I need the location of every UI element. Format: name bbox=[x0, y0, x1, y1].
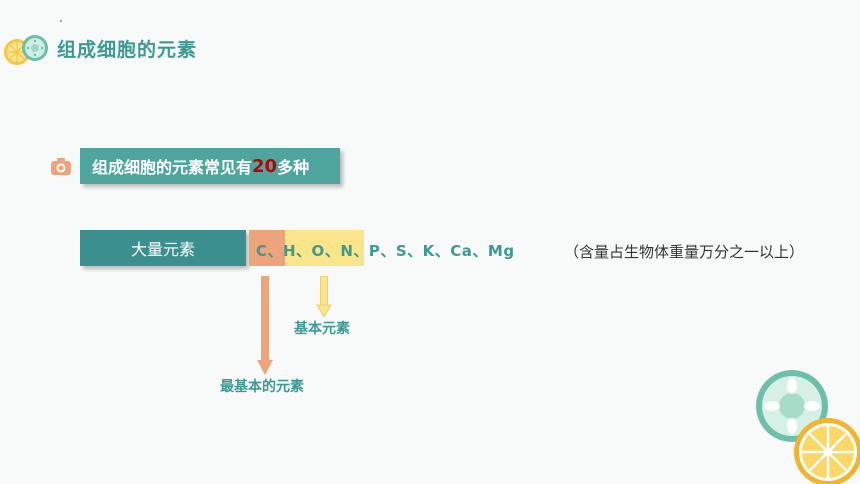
page-title: 组成细胞的元素 bbox=[57, 39, 198, 61]
basic-elements-label: 基本元素 bbox=[294, 321, 350, 337]
subtitle-number: 20 bbox=[252, 155, 278, 177]
element-list: C、H、O、N、P、S、K、Ca、Mg bbox=[256, 242, 515, 260]
macro-elements-label: 大量元素 bbox=[80, 230, 246, 266]
highlight-h-o-n bbox=[285, 230, 364, 266]
lemon-logo-icon bbox=[4, 35, 48, 65]
camera-icon bbox=[51, 158, 71, 175]
down-arrow-icon bbox=[257, 276, 273, 375]
subtitle-prefix: 组成细胞的元素常见有 bbox=[92, 158, 253, 177]
subtitle-suffix: 多种 bbox=[277, 158, 310, 177]
highlight-c bbox=[249, 230, 285, 266]
most-basic-element-label: 最基本的元素 bbox=[220, 379, 304, 395]
decorative-dot bbox=[60, 20, 62, 22]
content-note: （含量占生物体重量万分之一以上） bbox=[564, 243, 805, 261]
fruit-slices-icon bbox=[756, 370, 860, 484]
down-arrow-icon bbox=[316, 276, 332, 318]
